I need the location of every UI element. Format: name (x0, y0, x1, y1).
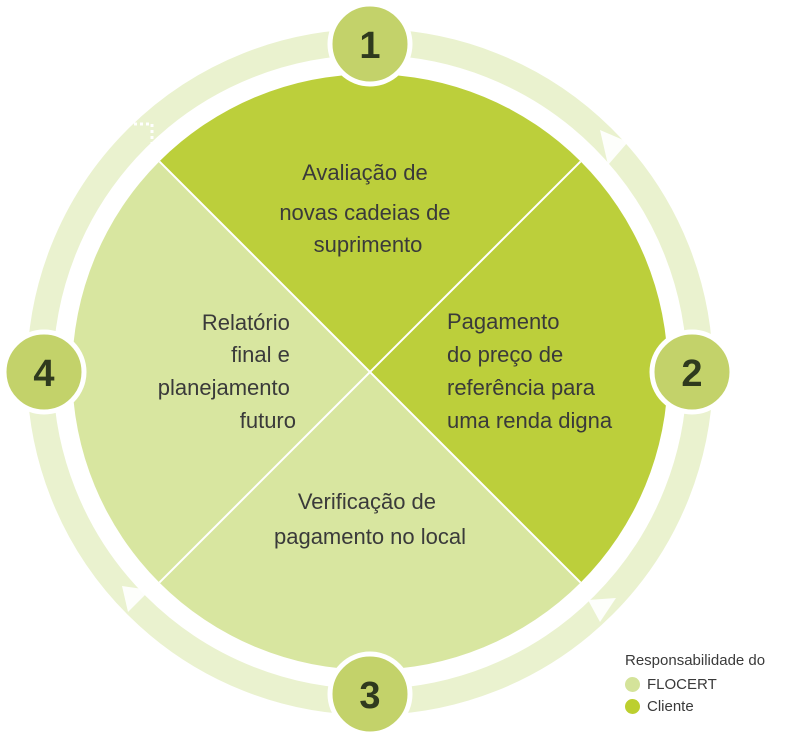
legend: Responsabilidade do FLOCERT Cliente (625, 652, 765, 717)
legend-swatch-flocert (625, 676, 640, 692)
legend-label-cliente: Cliente (647, 697, 694, 715)
segment-top-label: Avaliação de novas cadeias de suprimento (279, 160, 456, 257)
ring-dotted-marker (128, 122, 154, 150)
segment-bottom (159, 372, 581, 670)
step-badge-4: 4 (1, 329, 87, 415)
divider-diagonal-2 (158, 160, 582, 584)
legend-title: Responsabilidade do (625, 652, 766, 669)
legend-item-flocert: FLOCERT (625, 673, 765, 695)
step-badge-2: 2 (649, 329, 735, 415)
ring-arrow-right (600, 130, 628, 165)
step-badge-1: 1 (327, 1, 413, 87)
step-number-4: 4 (33, 353, 54, 395)
segment-top (159, 74, 581, 372)
segment-right-label: Pagamento do preço de referência para um… (447, 309, 613, 433)
segment-left-label: Relatório final e planejamento futuro (158, 310, 296, 433)
step-number-1: 1 (359, 25, 380, 67)
step-badge-3: 3 (327, 651, 413, 737)
segment-left (72, 161, 370, 583)
step-number-3: 3 (359, 675, 380, 717)
step-number-2: 2 (681, 353, 702, 395)
legend-item-cliente: Cliente (625, 695, 765, 717)
segment-bottom-label: Verificação de pagamento no local (274, 489, 466, 549)
ring-arrow-left-bottom (122, 586, 150, 612)
legend-label-flocert: FLOCERT (647, 675, 717, 693)
segment-right (370, 161, 668, 583)
ring-arrow-right-bottom (588, 598, 616, 622)
legend-swatch-cliente (625, 698, 640, 714)
